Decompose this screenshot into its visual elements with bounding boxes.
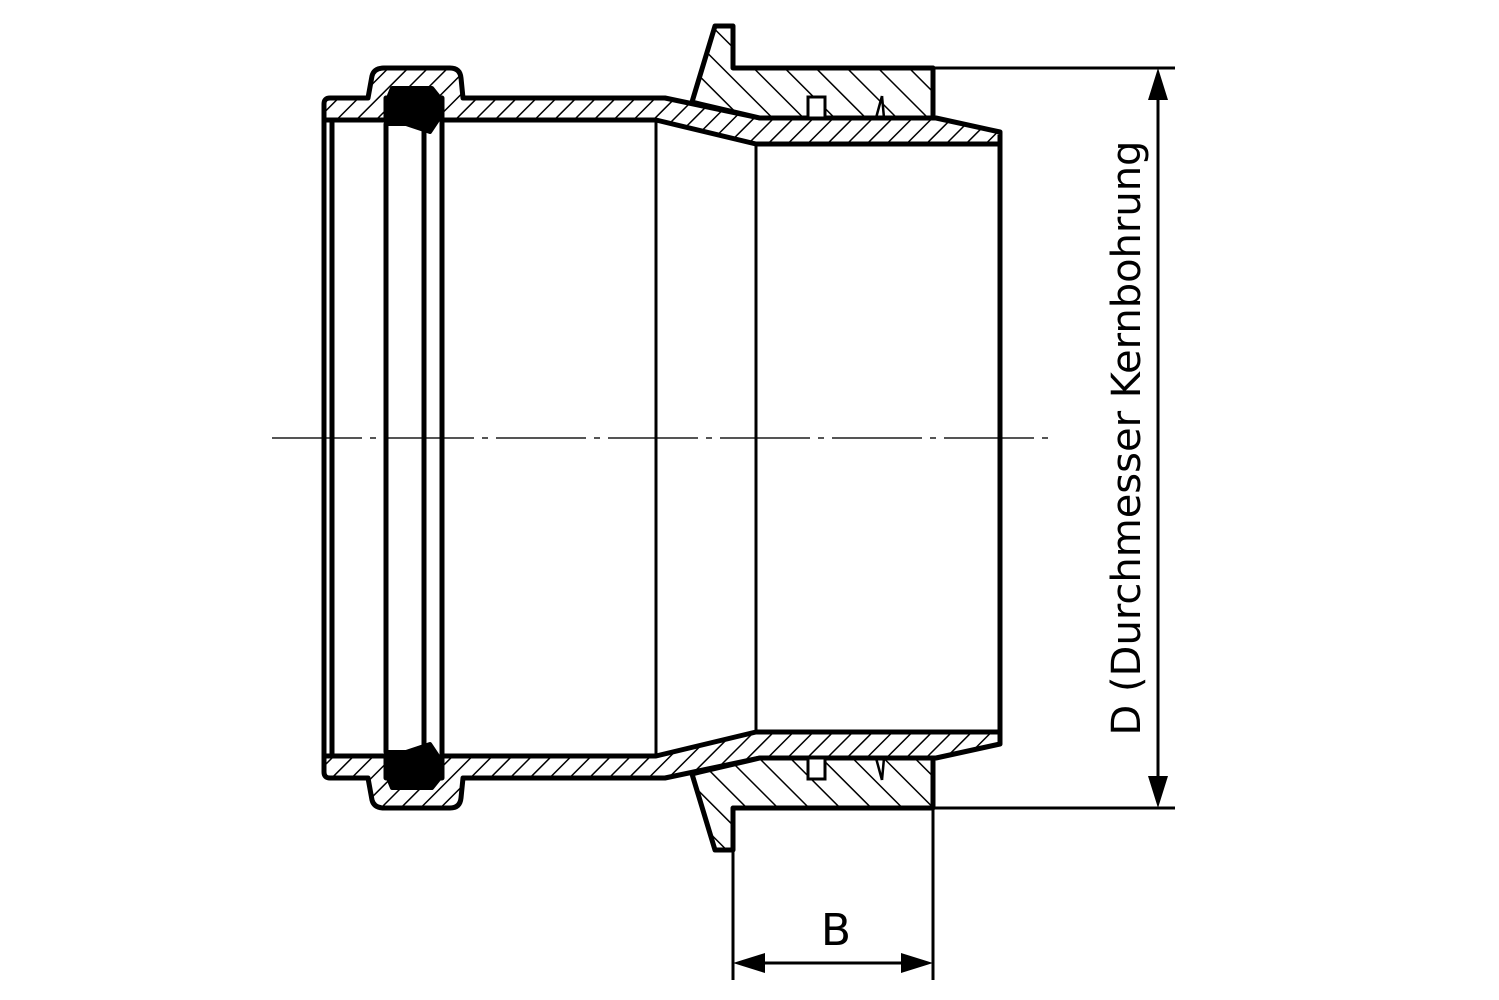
- collar-lip: [880, 757, 886, 781]
- sealing-ring-bottom: [386, 742, 442, 790]
- dimension-d: D (Durchmesser Kernbohrung: [1104, 68, 1168, 808]
- bottom-section: [321, 729, 1175, 853]
- dimension-label-b: B: [821, 905, 851, 956]
- collar-lip: [880, 95, 886, 119]
- body-lines: [321, 117, 1003, 759]
- wall-collar-top: [689, 23, 936, 121]
- collar-groove: [806, 756, 827, 781]
- socket-sleeve-top: [321, 65, 1003, 147]
- arrowhead-top: [1148, 68, 1168, 100]
- dimension-label-d: D (Durchmesser Kernbohrung: [1104, 141, 1150, 736]
- arrowhead-left: [733, 953, 765, 973]
- arrowhead-right: [901, 953, 933, 973]
- dimension-b: B: [731, 808, 935, 980]
- collar-lip: [874, 757, 884, 781]
- top-section: [321, 23, 1175, 147]
- sealing-ring-top: [386, 86, 442, 134]
- socket-sleeve-bottom: [321, 729, 1003, 811]
- collar-groove: [806, 95, 827, 120]
- collar-lip: [874, 95, 884, 119]
- arrowhead-bottom: [1148, 776, 1168, 808]
- wall-collar-bottom: [689, 755, 936, 853]
